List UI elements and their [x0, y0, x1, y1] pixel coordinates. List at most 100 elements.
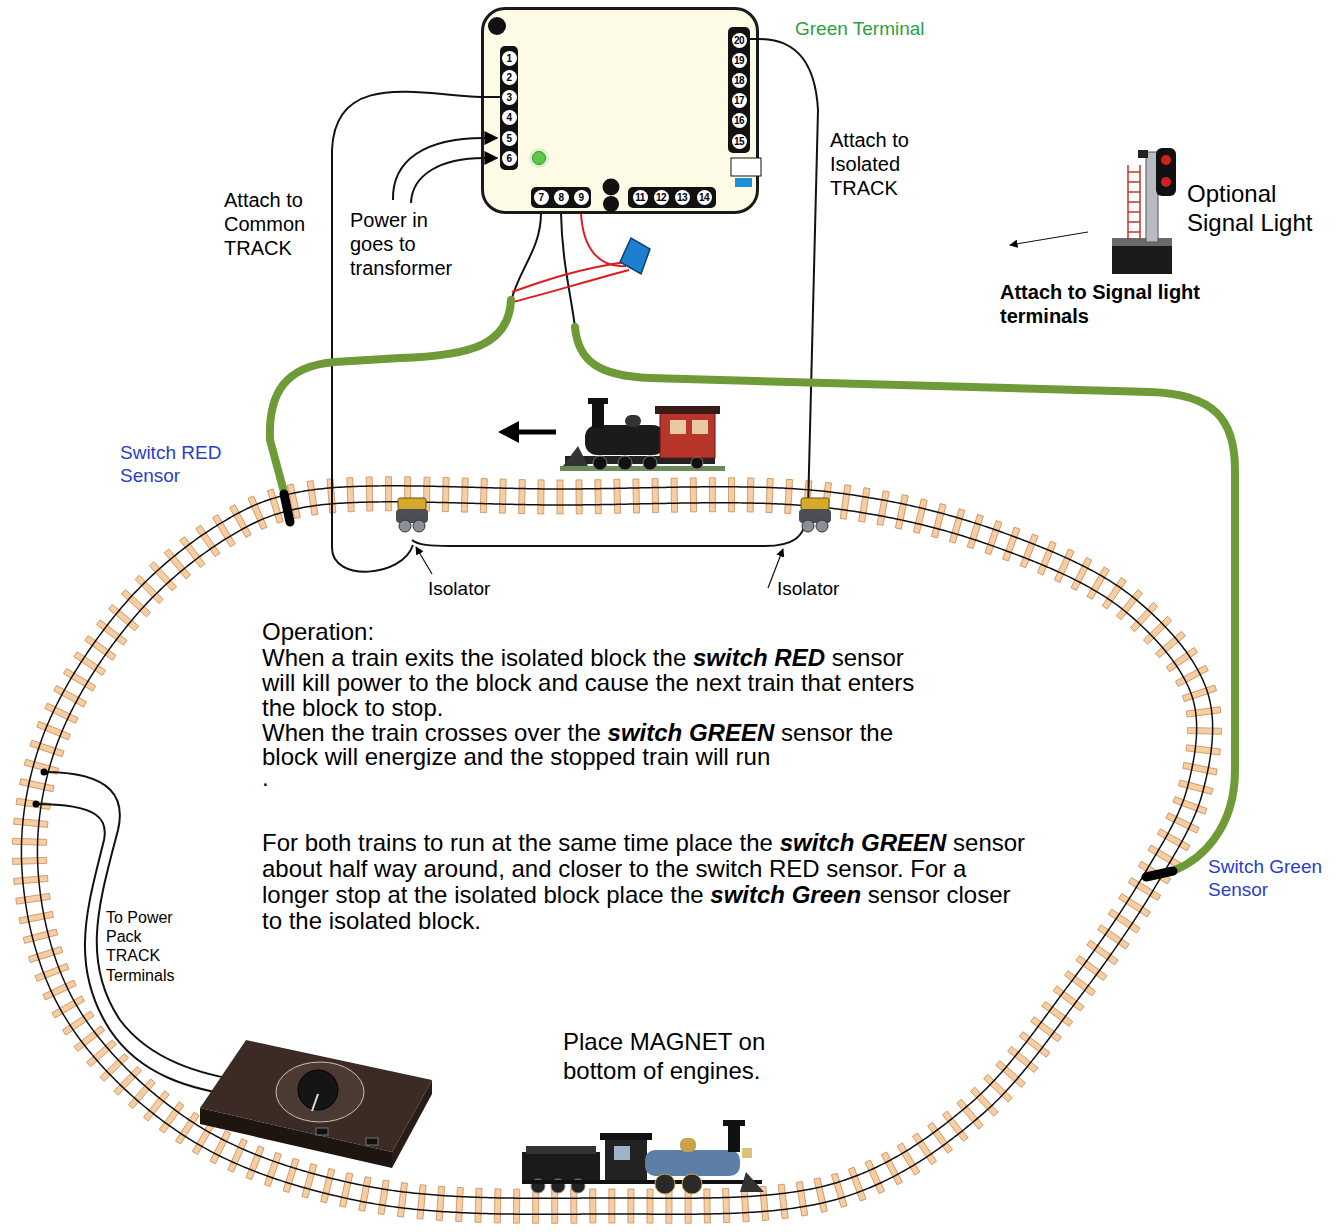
locomotive-picture — [645, 1150, 740, 1176]
pin-number: 14 — [697, 190, 712, 205]
board-switch — [731, 158, 761, 176]
pin-number: 1 — [502, 51, 517, 66]
track-tie — [913, 1133, 937, 1165]
power-pack-wire — [36, 772, 250, 1097]
power-pack-picture — [298, 1070, 338, 1110]
track-tie — [1071, 557, 1092, 590]
pin-number: 15 — [732, 134, 747, 149]
track-tie — [213, 515, 236, 547]
text-line: will kill power to the block and cause t… — [262, 670, 914, 696]
sensor-label: Switch Green Sensor — [1208, 856, 1330, 902]
track-tie — [1108, 909, 1140, 933]
instruction-text: sensor closer — [868, 881, 1011, 908]
pin-number: 7 — [534, 190, 549, 205]
track-tie — [28, 947, 62, 963]
track-tie — [1186, 745, 1220, 755]
track-tie — [175, 1112, 199, 1144]
text-line: the block to stop. — [262, 695, 443, 721]
track-tie — [1182, 685, 1216, 701]
wire-note: To Power Pack TRACK Terminals — [106, 908, 194, 985]
instruction-text: to the isolated block. — [262, 907, 481, 934]
locomotive-picture — [655, 406, 720, 414]
locomotive-picture — [526, 1146, 596, 1154]
locomotive-picture — [522, 1152, 600, 1182]
wire-note: Attach to Isolated TRACK — [830, 128, 922, 200]
track-terminal-dot — [33, 769, 48, 808]
terminal-strip — [628, 187, 716, 208]
track-centreline — [29, 494, 1204, 1206]
locomotive-picture — [742, 1148, 752, 1158]
text-line: Operation: — [262, 619, 374, 645]
locomotive-picture — [522, 1120, 764, 1194]
track — [13, 477, 1222, 1224]
isolator-clip — [799, 509, 831, 523]
track-tie — [590, 1189, 596, 1223]
track-tie — [633, 479, 640, 513]
power-pack-picture — [200, 1040, 432, 1152]
locomotive-picture — [740, 1172, 764, 1192]
track-tie — [519, 480, 526, 514]
track-tie — [538, 480, 544, 514]
track-tie — [442, 478, 449, 512]
isolator-clip — [802, 520, 814, 532]
locomotive-picture — [563, 446, 588, 466]
track-tie — [533, 1189, 539, 1223]
track-tie — [571, 1189, 577, 1223]
track-tie — [897, 1143, 920, 1175]
isolator-clip — [801, 498, 829, 510]
track-tie — [967, 514, 983, 548]
instruction-text: about half way around, and closer to the… — [262, 855, 966, 882]
emphasis-text: switch RED — [693, 644, 825, 671]
terminal-strip — [500, 46, 518, 170]
text-line: to the isolated block. — [262, 908, 481, 934]
power-pack-picture — [316, 1128, 328, 1135]
power-pack-picture — [366, 1138, 378, 1145]
pin-number: 20 — [732, 33, 747, 48]
track-tie — [723, 1188, 730, 1222]
track-tie — [135, 575, 163, 603]
board-wire — [481, 137, 497, 139]
part-label: Isolator — [428, 578, 490, 601]
track-tie — [1102, 578, 1126, 609]
track-tie — [728, 478, 734, 512]
track-tie — [709, 478, 715, 512]
pin-number: 13 — [675, 190, 690, 205]
black-wire — [332, 92, 481, 572]
instruction-text: When the train crosses over the — [262, 719, 601, 746]
controller-board: 12345678911121314201918171615 — [481, 7, 759, 214]
wire-connector — [620, 238, 650, 274]
mounting-hole — [603, 196, 619, 212]
track-tie — [264, 1152, 281, 1186]
pin-number: 9 — [574, 190, 589, 205]
track-tie — [302, 1164, 317, 1198]
locomotive-picture — [625, 415, 641, 427]
track-tie — [417, 1185, 426, 1219]
track-tie — [378, 1180, 389, 1215]
locomotive-picture — [692, 420, 708, 434]
locomotive-picture — [614, 1146, 630, 1160]
track-tie — [704, 1189, 711, 1223]
isolator-clip — [396, 509, 428, 523]
track-tie — [652, 479, 659, 513]
track-tie — [1003, 527, 1020, 561]
text-line: about half way around, and closer to the… — [262, 856, 966, 882]
isolator-clip — [799, 498, 831, 532]
track-tie — [159, 1102, 184, 1133]
track-tie — [690, 478, 696, 512]
track-terminal-dot — [41, 769, 48, 776]
pin-number: 4 — [502, 110, 517, 125]
pin-number: 6 — [502, 151, 517, 166]
sensor-tip — [284, 494, 290, 522]
track-tie — [283, 1158, 299, 1192]
track-tie — [480, 479, 487, 513]
locomotive-picture — [522, 1180, 762, 1184]
track-tie — [1098, 925, 1129, 949]
pin-number: 12 — [654, 190, 669, 205]
signal-light-picture — [1161, 177, 1171, 187]
track-tie — [13, 857, 47, 864]
track-tie — [595, 480, 602, 514]
wire-note: Attach to Signal light terminals — [1000, 280, 1245, 328]
track-tie — [932, 504, 947, 538]
track-tie — [859, 488, 870, 523]
direction-arrow — [515, 430, 556, 435]
